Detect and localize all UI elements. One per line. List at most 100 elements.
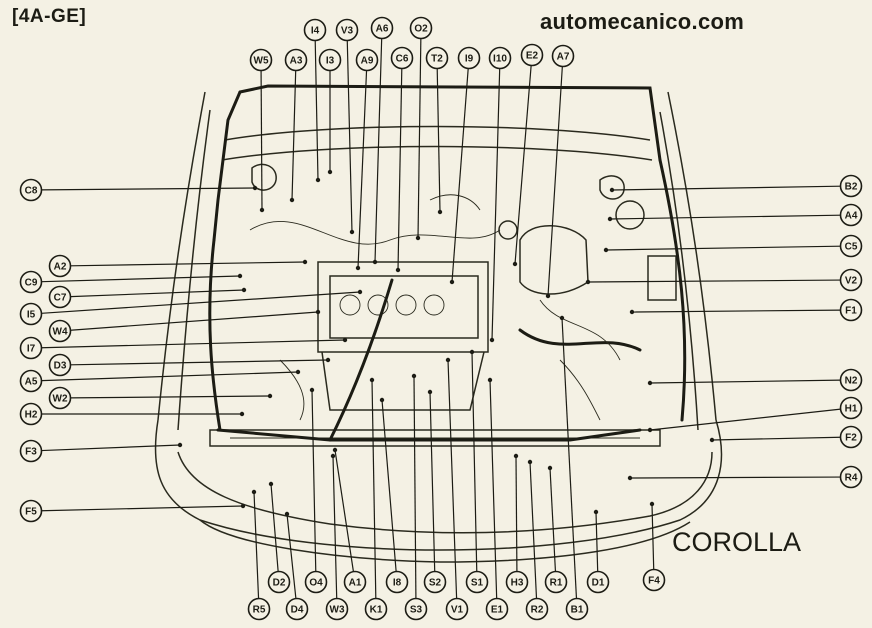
connector-w4: W4 — [48, 309, 321, 343]
leader-line — [489, 379, 498, 599]
connector-label: F3 — [25, 447, 37, 458]
leader-line — [334, 449, 355, 572]
connector-f4: F4 — [642, 501, 666, 592]
connector-label: A4 — [845, 211, 858, 222]
connector-bubble — [19, 499, 43, 523]
connector-bubble — [19, 336, 43, 360]
connector-bubble — [839, 396, 863, 420]
connector-bubble — [249, 48, 273, 72]
connector-bubble — [370, 16, 394, 40]
connector-d2: D2 — [267, 481, 291, 594]
connector-point — [513, 453, 519, 459]
leader-line — [629, 476, 841, 479]
engine-code-label: [4A-GE] — [12, 6, 87, 27]
leader-line — [70, 289, 245, 298]
leader-line — [595, 511, 599, 572]
leader-line — [397, 68, 403, 271]
connector-f1: F1 — [629, 298, 863, 322]
connector-bubble — [839, 368, 863, 392]
leader-line — [371, 379, 377, 599]
leader-line — [70, 311, 319, 331]
connector-point — [709, 437, 715, 443]
connector-bubble — [390, 46, 414, 70]
connector-k1: K1 — [364, 377, 388, 621]
connector-bubble — [642, 568, 666, 592]
connector-label: B2 — [845, 182, 858, 193]
connector-bubble — [284, 48, 308, 72]
connector-a1: A1 — [332, 447, 367, 594]
connector-label: R1 — [550, 578, 563, 589]
leader-line — [711, 436, 841, 441]
leader-line — [374, 38, 383, 263]
connector-bubble — [19, 270, 43, 294]
leader-line — [41, 187, 256, 191]
connector-label: N2 — [845, 376, 858, 387]
leader-line — [436, 68, 441, 213]
connector-point — [259, 207, 265, 213]
connector-bubble — [247, 597, 271, 621]
connector-b2: B2 — [609, 174, 863, 198]
connector-o2: O2 — [409, 16, 433, 241]
connector-point — [489, 337, 495, 343]
connector-label: W3 — [330, 605, 345, 616]
connector-point — [302, 259, 308, 265]
connector-point — [239, 411, 245, 417]
connector-label: C5 — [845, 242, 858, 253]
leader-line — [605, 245, 841, 251]
connector-i10: I10 — [488, 46, 512, 343]
connector-i7: I7 — [19, 336, 348, 360]
connector-label: F2 — [845, 433, 857, 444]
connector-w2: W2 — [48, 386, 273, 410]
connector-point — [268, 481, 274, 487]
connector-i4: I4 — [303, 18, 327, 183]
leader-line — [515, 455, 518, 572]
connector-label: C7 — [54, 293, 67, 304]
connector-r5: R5 — [247, 489, 271, 621]
site-watermark: automecanico.com — [540, 9, 745, 34]
connector-bubble — [303, 18, 327, 42]
connector-s3: S3 — [404, 373, 428, 621]
connector-point — [237, 273, 243, 279]
connector-label: F1 — [845, 306, 857, 317]
connector-point — [559, 315, 565, 321]
connector-label: I3 — [326, 56, 335, 67]
connector-bubble — [19, 402, 43, 426]
connector-label: C6 — [396, 54, 409, 65]
leader-line — [311, 389, 317, 572]
leader-line — [611, 185, 841, 191]
connector-bubble — [19, 178, 43, 202]
connector-point — [469, 349, 475, 355]
connector-t2: T2 — [425, 46, 449, 215]
connector-bubble — [48, 386, 72, 410]
connector-label: C8 — [25, 186, 38, 197]
connector-point — [295, 369, 301, 375]
leader-line — [270, 483, 279, 572]
connector-point — [607, 216, 613, 222]
connector-label: E2 — [526, 51, 539, 62]
connector-bubble — [544, 570, 568, 594]
leader-line — [429, 391, 436, 572]
leader-line — [381, 399, 397, 572]
leader-line — [291, 70, 297, 201]
leader-line — [547, 66, 563, 297]
engine-bay-outline — [154, 84, 723, 563]
connector-w5: W5 — [249, 48, 273, 213]
connector-bubble — [565, 597, 589, 621]
connector-bubble — [839, 268, 863, 292]
connector-bubble — [404, 597, 428, 621]
connector-r4: R4 — [627, 465, 863, 489]
leader-line — [260, 70, 263, 211]
connector-bubble — [485, 597, 509, 621]
connector-point — [241, 287, 247, 293]
connector-a4: A4 — [607, 203, 863, 227]
connector-point — [449, 279, 455, 285]
connector-point — [252, 185, 258, 191]
connector-bubble — [19, 302, 43, 326]
leader-line — [70, 395, 271, 399]
leader-line — [529, 461, 538, 599]
connector-label: V1 — [451, 605, 464, 616]
connector-bubble — [839, 425, 863, 449]
connector-point — [357, 289, 363, 295]
